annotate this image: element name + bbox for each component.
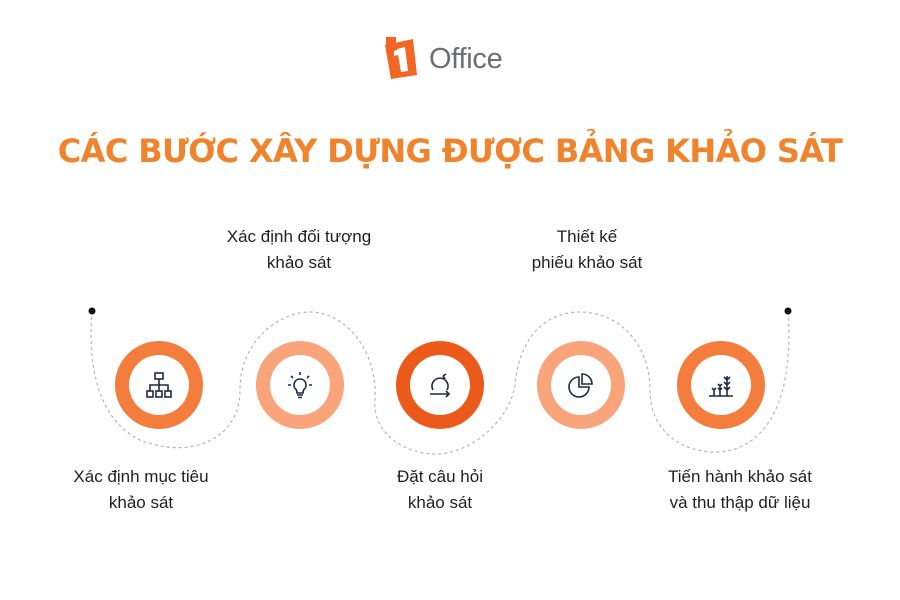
step-4-label: Thiết kế phiếu khảo sát <box>531 227 643 272</box>
step-5-label: Tiến hành khảo sát và thu thập dữ liệu <box>668 467 812 512</box>
step-1-circle <box>115 341 203 429</box>
page-title: CÁC BƯỚC XÂY DỰNG ĐƯỢC BẢNG KHẢO SÁT <box>57 132 843 170</box>
step-2-label: Xác định đối tượng khảo sát <box>226 227 372 272</box>
hierarchy-icon <box>146 372 172 398</box>
step-4-circle <box>537 341 625 429</box>
brand-logo: Office <box>383 36 503 82</box>
lightbulb-icon <box>288 372 312 399</box>
step-3-label: Đặt câu hỏi khảo sát <box>397 467 483 512</box>
cycle-arrow-icon <box>430 373 451 398</box>
step-2-circle <box>256 341 344 429</box>
pie-chart-icon <box>568 373 593 398</box>
brand-name: Office <box>429 42 503 75</box>
step-5-circle <box>677 341 765 429</box>
one-office-logo-icon <box>385 37 417 79</box>
plant-growth-icon <box>709 376 733 397</box>
step-3-circle <box>396 341 484 429</box>
step-1-label: Xác định mục tiêu khảo sát <box>73 467 209 512</box>
